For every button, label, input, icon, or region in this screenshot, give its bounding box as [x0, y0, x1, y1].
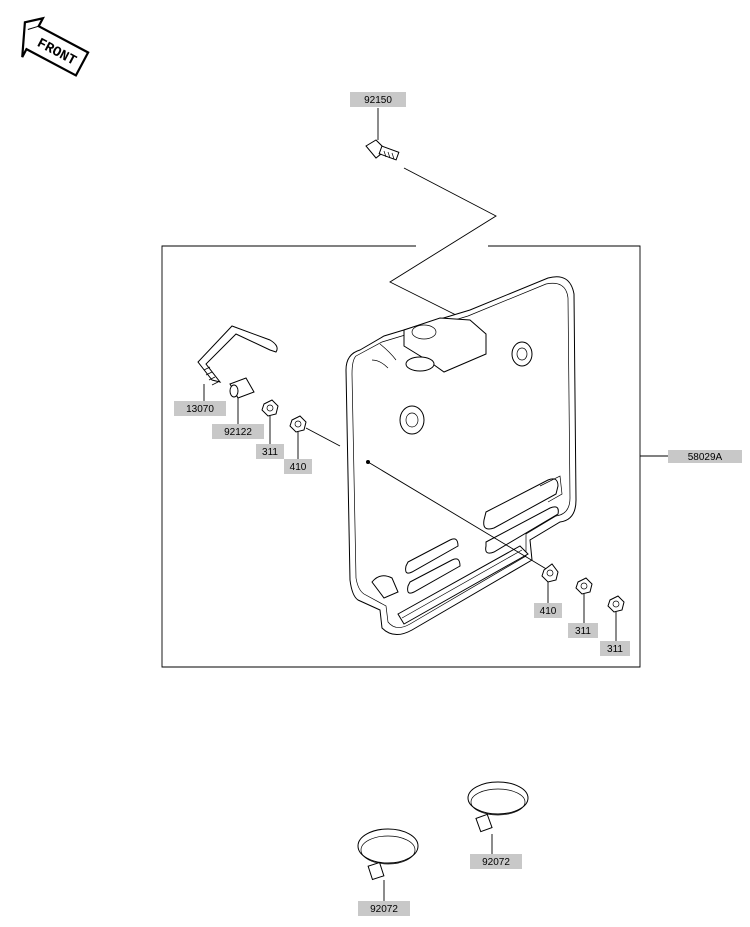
callout-410-left-text: 410 [290, 462, 307, 473]
pin-13070[interactable] [197, 325, 278, 386]
nut-left[interactable] [261, 399, 279, 417]
callout-410-right-text: 410 [540, 606, 557, 617]
callout-92072-left-text: 92072 [370, 904, 398, 915]
callout-92122-text: 92122 [224, 427, 252, 438]
callout-311-right-1-text: 311 [575, 626, 591, 637]
front-arrow-badge: FRONT [21, 16, 90, 77]
callout-311-left[interactable]: 311 [256, 444, 284, 459]
nut-right-2[interactable] [607, 595, 625, 613]
callout-92072-right-text: 92072 [482, 857, 510, 868]
callout-13070[interactable]: 13070 [174, 401, 226, 416]
callout-311-right-2[interactable]: 311 [600, 641, 630, 656]
callout-13070-text: 13070 [186, 404, 214, 415]
assembly-frame [161, 245, 641, 668]
callout-92150[interactable]: 92150 [350, 92, 406, 107]
bolt-leader [389, 167, 497, 323]
bolt-92150[interactable] [365, 139, 400, 161]
callout-410-left[interactable]: 410 [284, 459, 312, 474]
band-clamp-right[interactable] [467, 781, 529, 833]
callout-92072-left[interactable]: 92072 [358, 901, 410, 916]
callout-410-right[interactable]: 410 [534, 603, 562, 618]
center-hole-leader [367, 461, 549, 571]
washer-left-leader [305, 427, 341, 447]
callout-92150-text: 92150 [364, 95, 392, 106]
callout-58029A[interactable]: 58029A [668, 450, 742, 463]
callout-92122[interactable]: 92122 [212, 424, 264, 439]
callout-311-right-2-text: 311 [607, 644, 623, 655]
callout-92072-right[interactable]: 92072 [470, 854, 522, 869]
washer-left[interactable] [289, 415, 307, 433]
collar-92122[interactable] [229, 377, 255, 399]
callout-58029A-text: 58029A [688, 452, 723, 463]
band-clamp-left[interactable] [357, 828, 419, 881]
washer-right[interactable] [541, 563, 559, 583]
callout-311-right-1[interactable]: 311 [568, 623, 598, 638]
nut-right-1[interactable] [575, 577, 593, 595]
callout-311-left-text: 311 [262, 447, 278, 458]
bracket-plate[interactable] [345, 276, 577, 635]
